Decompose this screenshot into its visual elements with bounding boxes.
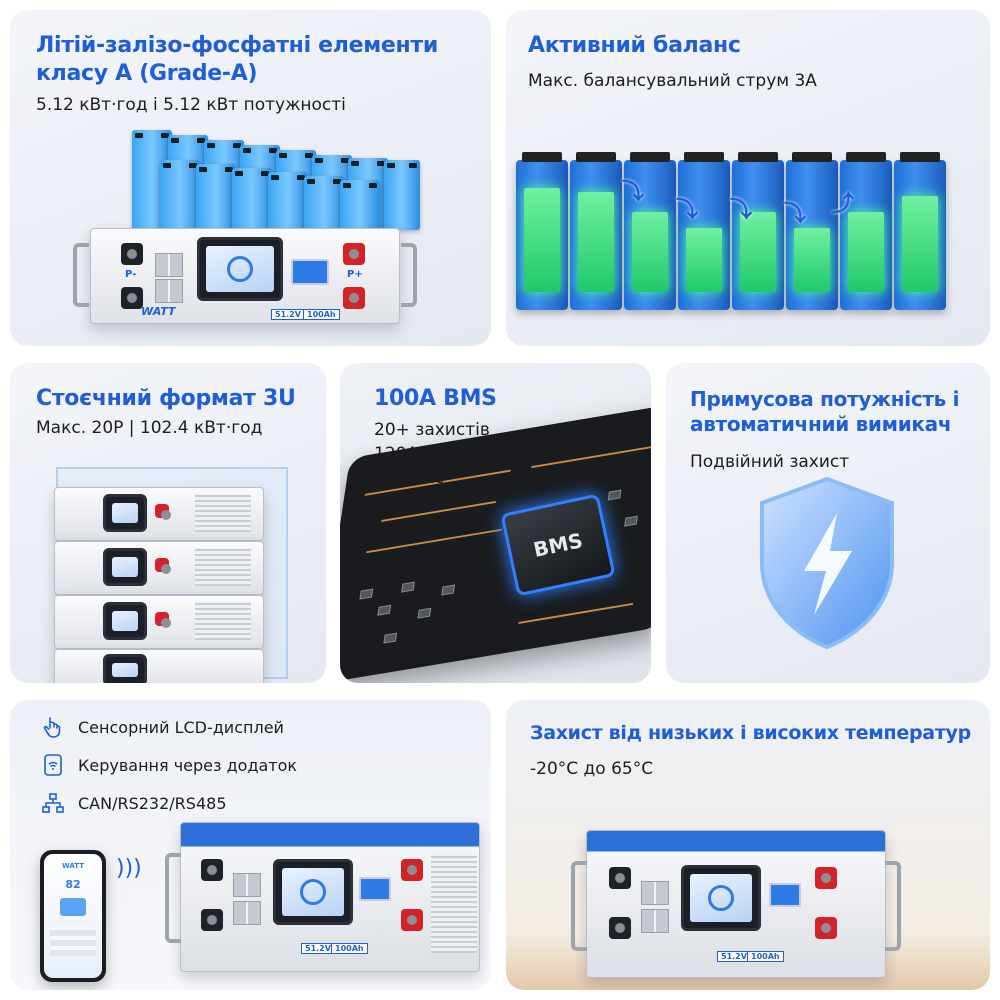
- capacity-tag: 100Ah: [331, 943, 368, 954]
- phone-soc-value: 82: [65, 878, 81, 891]
- feature-label: Керування через додаток: [78, 755, 298, 775]
- wifi-icon: [42, 754, 64, 776]
- balance-arrow-icon: ⤵: [730, 198, 753, 223]
- neg-label: P-: [125, 269, 137, 280]
- temperature-title: Захист від низьких і високих температур: [530, 722, 971, 744]
- balance-arrow-icon: ⤵: [676, 198, 699, 223]
- feature-item: Сенсорний LCD-дисплей: [42, 716, 284, 738]
- wireless-signal-icon: ))): [116, 856, 142, 881]
- balance-arrow-icon: ⤴: [832, 192, 855, 217]
- shield-lightning-icon: [752, 473, 902, 653]
- capacity-tag: 100Ah: [303, 309, 340, 320]
- protection-title: Примусова потужність і автоматичний вими…: [690, 387, 960, 436]
- rj45-port: [155, 279, 183, 303]
- rj45-port: [155, 253, 183, 277]
- balance-arrow-icon: ⤵: [784, 202, 807, 227]
- balance-title: Активний баланс: [528, 33, 741, 58]
- feature-item: CAN/RS232/RS485: [42, 792, 227, 814]
- protection-subtitle: Подвійний захист: [690, 452, 850, 472]
- rack-format-panel: Стоєчний формат 3U Макс. 20P | 102.4 кВт…: [10, 363, 326, 683]
- positive-terminal: [343, 243, 365, 265]
- feature-item: Керування через додаток: [42, 754, 297, 776]
- negative-terminal: [121, 243, 143, 265]
- temperature-panel: Захист від низьких і високих температур …: [506, 700, 990, 990]
- protection-panel: Примусова потужність і автоматичний вими…: [666, 363, 990, 683]
- lcd-display: [197, 237, 283, 301]
- battery-unit: P- P+ WATT 51.2V 100Ah: [73, 228, 417, 324]
- stacked-unit: [54, 595, 264, 649]
- feature-label: Сенсорний LCD-дисплей: [78, 717, 284, 737]
- capacity-tag: 100Ah: [747, 951, 784, 962]
- smart-features-panel: Сенсорний LCD-дисплей Керування через до…: [10, 700, 491, 990]
- bms-panel: BMS 100A BMS 20+ захистів 120A/10c 200A/…: [340, 363, 651, 683]
- stacked-unit: [54, 541, 264, 595]
- negative-terminal: [121, 287, 143, 309]
- balance-arrow-icon: ⤵: [622, 180, 645, 205]
- feature-label: CAN/RS232/RS485: [78, 793, 227, 813]
- bms-line-1: 20+ захистів: [374, 420, 490, 440]
- voltage-tag: 51.2V: [271, 309, 305, 320]
- positive-terminal: [343, 287, 365, 309]
- voltage-tag: 51.2V: [301, 943, 335, 954]
- stacked-unit: [54, 487, 264, 541]
- active-balance-panel: Активний баланс Макс. балансувальний стр…: [506, 10, 990, 346]
- breaker-switch: [291, 259, 329, 285]
- network-icon: [42, 792, 64, 814]
- rack-handle-left: [73, 243, 89, 307]
- brand-logo: WATT: [141, 305, 176, 318]
- battery-unit-angled: 51.2V 100Ah: [165, 822, 480, 972]
- battery-unit-angled: 51.2V 100Ah: [571, 830, 901, 978]
- temperature-subtitle: -20°C до 65°C: [530, 759, 654, 779]
- rack-subtitle: Макс. 20P | 102.4 кВт·год: [36, 418, 263, 438]
- balance-subtitle: Макс. балансувальний струм 3A: [528, 71, 817, 91]
- cells-title: Літій-залізо-фосфатні елементи класу A (…: [36, 33, 438, 86]
- cells-subtitle: 5.12 кВт·год і 5.12 кВт потужності: [36, 95, 346, 115]
- bms-title: 100A BMS: [374, 386, 497, 411]
- rack-handle-right: [401, 243, 417, 307]
- phone-logo: WATT: [62, 862, 84, 870]
- voltage-tag: 51.2V: [717, 951, 751, 962]
- bms-line-3: 200A/2c: [374, 468, 444, 488]
- stacked-unit: [54, 649, 264, 683]
- touch-icon: [42, 716, 64, 738]
- phone-app-mockup: WATT 82: [40, 850, 106, 982]
- grade-a-cells-panel: Літій-залізо-фосфатні елементи класу A (…: [10, 10, 491, 346]
- rack-title: Стоєчний формат 3U: [36, 386, 296, 411]
- pos-label: P+: [347, 269, 363, 280]
- bms-line-2: 120A/10c: [374, 444, 455, 464]
